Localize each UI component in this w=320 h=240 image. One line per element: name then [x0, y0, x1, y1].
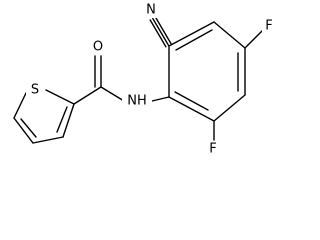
thiophene-bond-c4-c3	[32, 136, 64, 144]
nitrile-triple-bond-1	[152, 17, 170, 46]
amide-nh-label: NH	[127, 94, 147, 109]
fluorine-top-label: F	[265, 19, 272, 34]
thiophene-bond-c5-c4	[13, 117, 34, 144]
thiophene-ring	[13, 89, 75, 144]
molecule-structure: N O S NH F F	[13, 2, 273, 157]
carbonyl-oxygen-label: O	[93, 40, 103, 55]
thiophene-bond-c3-c2	[62, 103, 75, 138]
ring-double-bond-inner-1	[175, 29, 213, 51]
thiophene-double-bond-inner-2	[56, 106, 68, 133]
nitrile-triple-bond-3	[154, 16, 172, 45]
ring-double-bond-inner-3	[174, 91, 209, 111]
nitrile-group	[149, 16, 172, 48]
thiophene-sulfur-label: S	[31, 83, 39, 98]
nitrile-triple-bond-2	[149, 19, 167, 48]
nitrile-nitrogen-label: N	[146, 3, 156, 18]
benzene-ring	[168, 21, 246, 122]
bond-c3-fluorine	[244, 29, 264, 49]
ring-bond-c5-c6	[168, 96, 215, 122]
ring-bond-c2-c3	[213, 21, 246, 49]
thiophene-bond-s-c5	[13, 92, 27, 119]
ring-bond-c1-c2	[168, 21, 215, 47]
bond-carbonyl-thiophene	[73, 86, 102, 105]
ring-bond-c4-c5	[213, 94, 246, 122]
thiophene-bond-c2-s	[45, 89, 75, 105]
bond-ring-nh	[151, 96, 170, 102]
bond-nh-carbonyl	[100, 86, 125, 102]
thiophene-double-bond-inner-1	[20, 118, 37, 138]
fluorine-bottom-label: F	[209, 142, 216, 157]
